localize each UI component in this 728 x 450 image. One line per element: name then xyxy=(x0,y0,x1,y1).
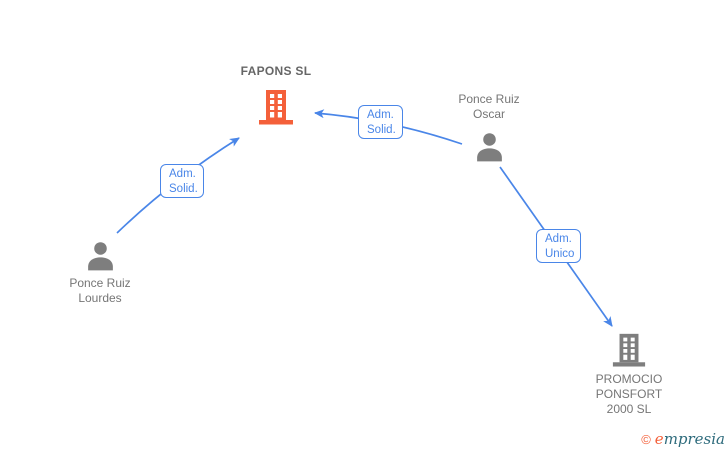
edge-label-adm-solid-left: Adm. Solid. xyxy=(160,164,204,198)
building-icon-orange xyxy=(221,87,331,125)
node-lourdes[interactable]: Ponce Ruiz Lourdes xyxy=(45,240,155,306)
person-icon-lourdes xyxy=(45,240,155,271)
person-name-oscar: Ponce Ruiz Oscar xyxy=(458,92,520,121)
copyright-symbol: © xyxy=(641,432,651,447)
empresia-wordmark: empresia xyxy=(654,430,725,448)
person-name-lourdes: Ponce Ruiz Lourdes xyxy=(69,276,131,305)
building-icon-gray xyxy=(574,331,684,367)
node-fapons[interactable]: FAPONS SL xyxy=(221,64,331,125)
company-name-promocio: PROMOCIO PONSFORT 2000 SL xyxy=(595,372,663,416)
empresia-logo[interactable]: © empresia xyxy=(641,430,725,448)
edge-label-adm-solid-right: Adm. Solid. xyxy=(358,105,403,139)
person-icon-oscar xyxy=(434,131,544,162)
company-name-fapons: FAPONS SL xyxy=(240,64,312,78)
edge-label-adm-unico: Adm. Unico xyxy=(536,229,581,263)
node-promocio[interactable]: PROMOCIO PONSFORT 2000 SL xyxy=(574,331,684,417)
node-oscar[interactable]: Ponce Ruiz Oscar xyxy=(434,92,544,162)
